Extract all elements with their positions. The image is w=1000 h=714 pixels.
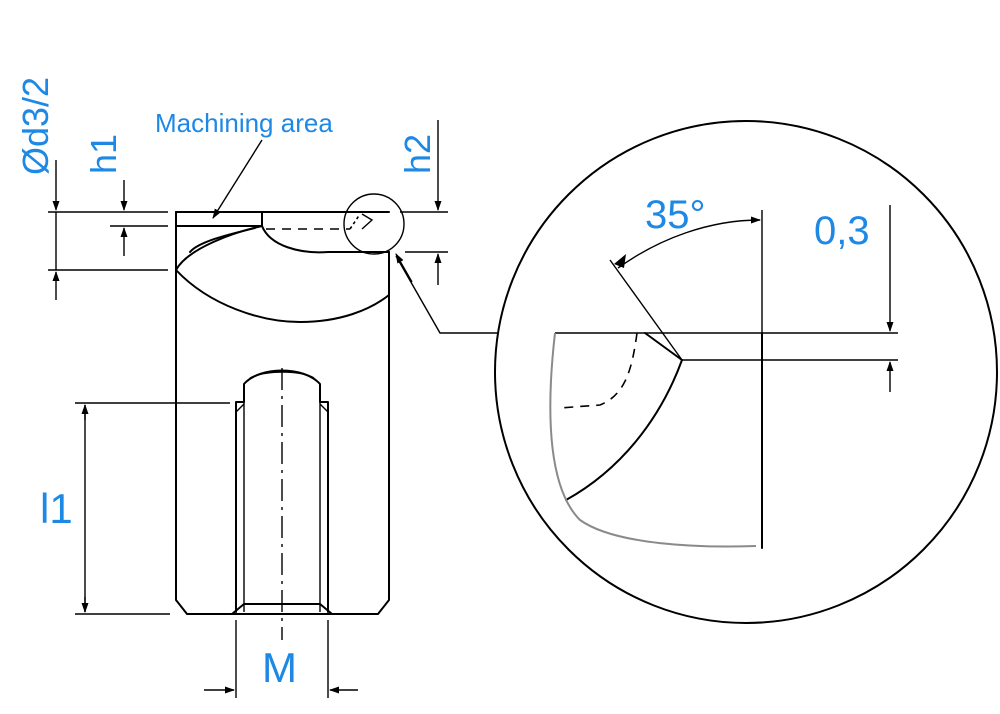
angle-label: 35° [645, 193, 706, 237]
detail-circle [494, 120, 998, 624]
detail-outer-curve [549, 332, 757, 548]
machining-area-label: Machining area [155, 108, 333, 138]
detail-view [494, 120, 998, 624]
h1-label: h1 [83, 134, 124, 174]
angle-arc [617, 216, 761, 269]
pocket-curve-inner [261, 225, 329, 254]
detail-bevel-top [644, 332, 683, 361]
detail-marker-circle [343, 193, 405, 255]
l1-label: l1 [40, 485, 73, 532]
detail-curve [565, 359, 683, 501]
detail-marker-bevel [361, 213, 374, 230]
dimension-lines [48, 120, 499, 698]
chamfer-label: 0,3 [814, 209, 870, 253]
pocket-curve-upper [175, 211, 263, 271]
detail-hidden-curve [559, 332, 638, 409]
m-label: M [262, 644, 297, 691]
main-part-view [175, 193, 405, 640]
body-outline [175, 211, 390, 615]
pocket-curve-lower [175, 269, 390, 323]
pocket-curve-top [189, 227, 256, 253]
angle-line-inclined [609, 259, 683, 361]
diameter-label: Ød3/2 [15, 77, 56, 175]
detail-marker-hidden [349, 213, 361, 230]
h2-label: h2 [397, 134, 438, 174]
